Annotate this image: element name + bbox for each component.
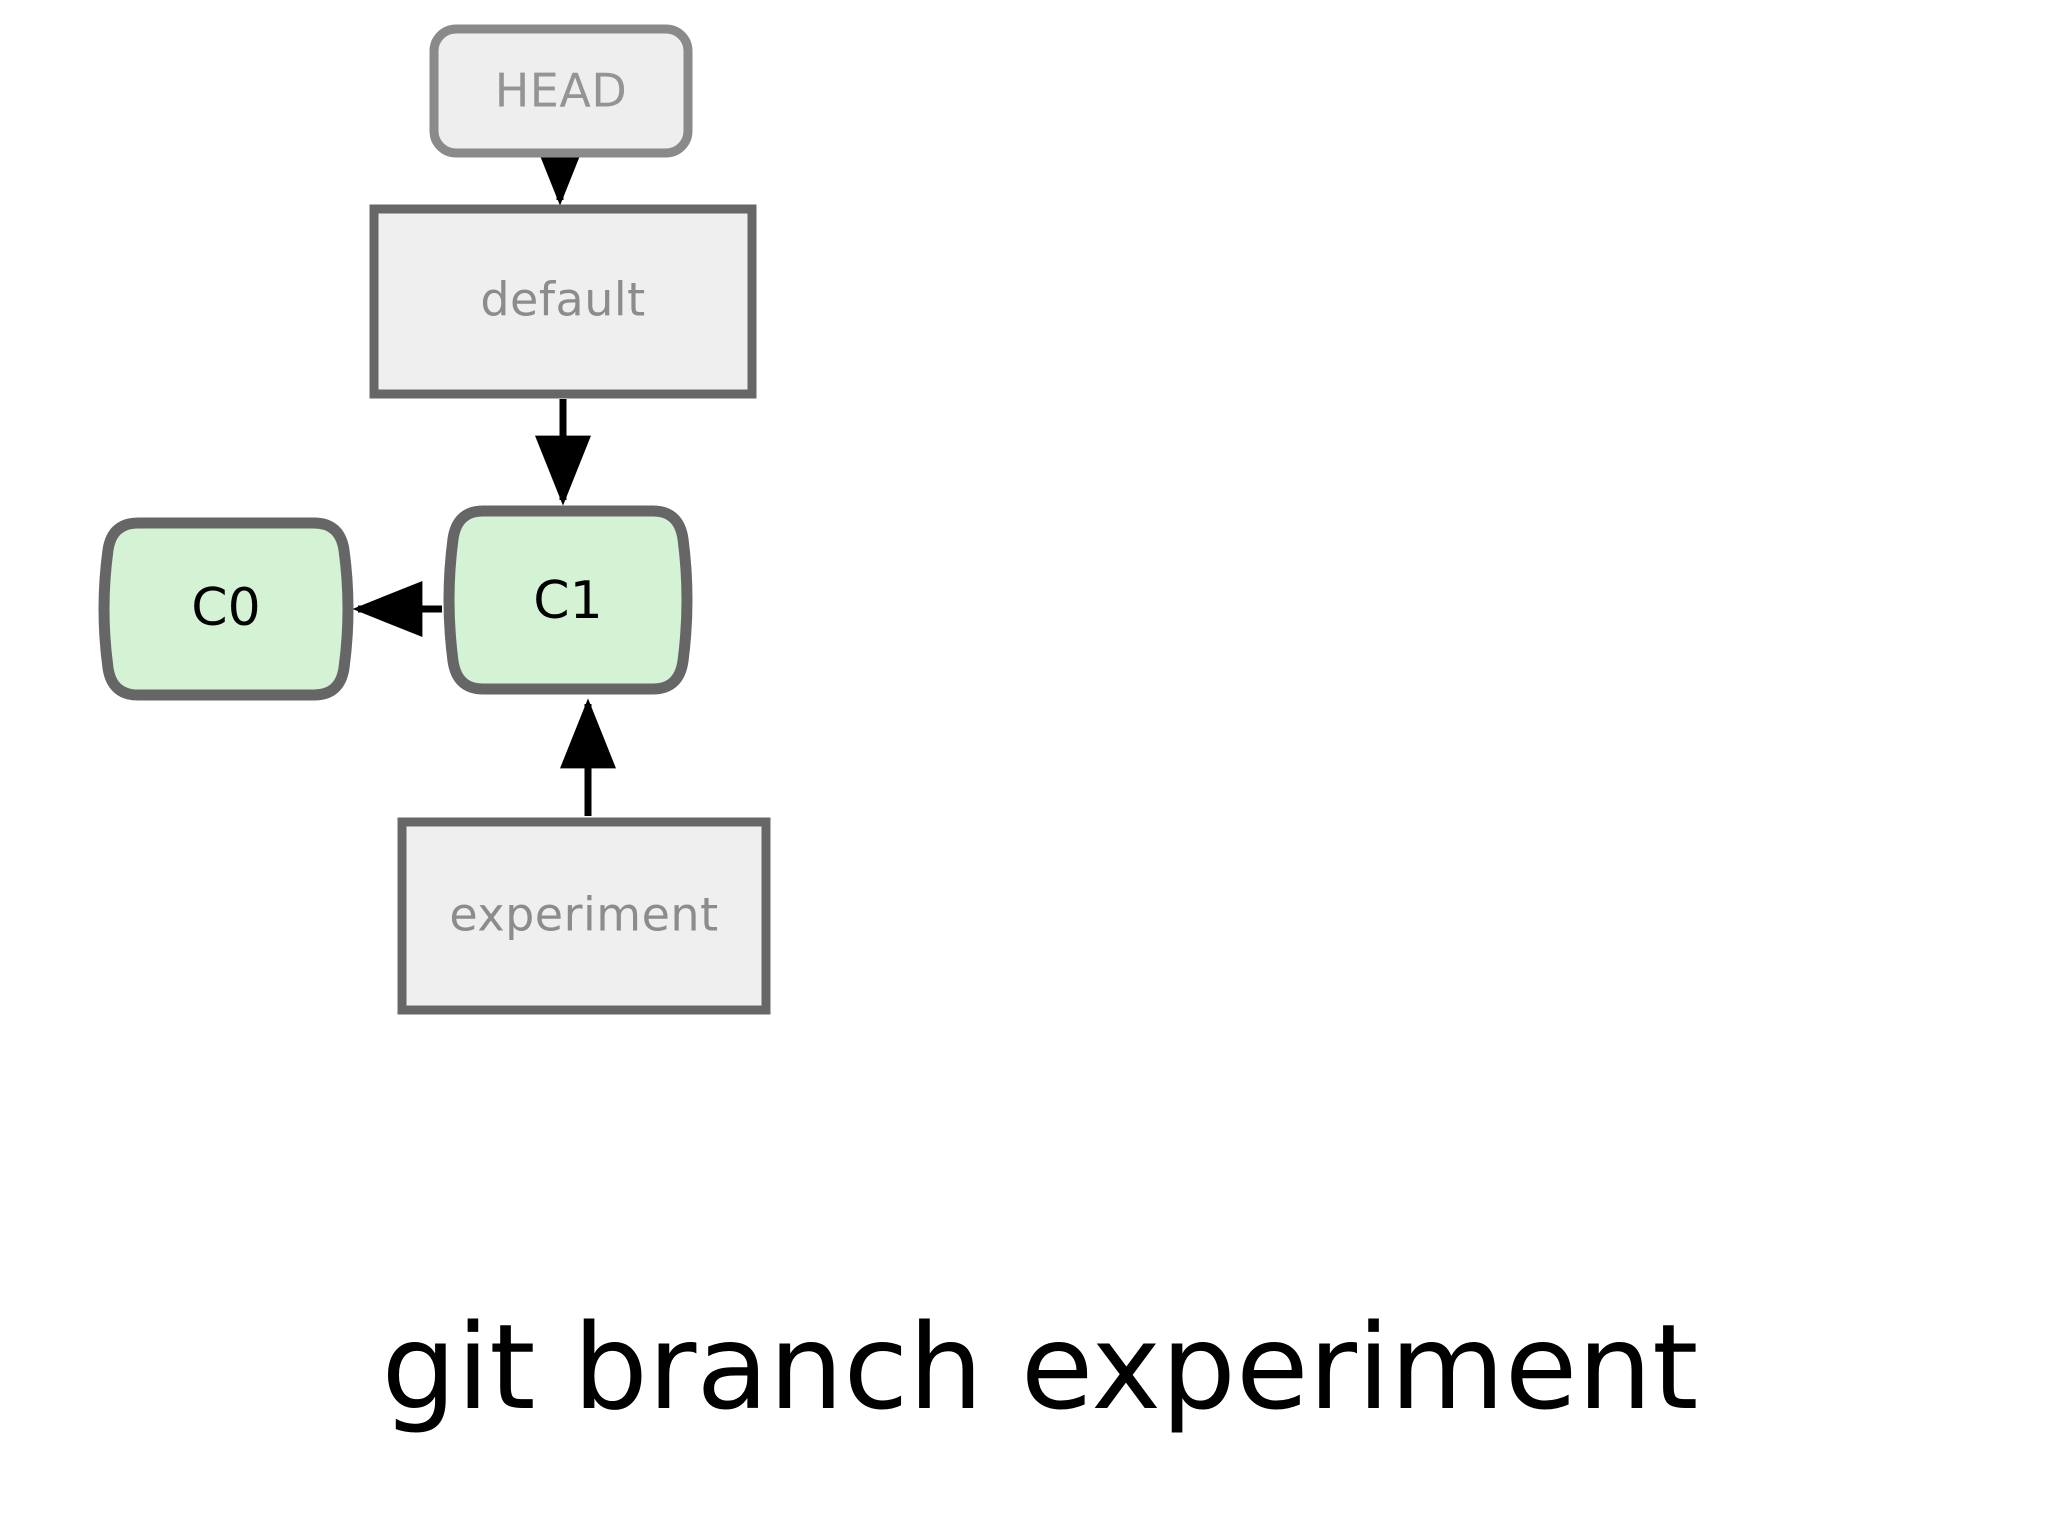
edge-group [352, 135, 616, 816]
branch-node-experiment[interactable]: experiment [397, 817, 771, 1015]
commit-node-c0[interactable]: C0 [98, 517, 354, 701]
branch-node-experiment-shape [397, 817, 771, 1015]
caption-label: git branch experiment [382, 1298, 1699, 1436]
commit-node-c0-label: C0 [191, 578, 260, 638]
head-node[interactable]: HEAD [429, 24, 693, 158]
head-node-shape [429, 24, 693, 158]
commit-node-c1-shape [443, 505, 693, 695]
branch-node-default[interactable]: default [369, 204, 757, 399]
head-node-label: HEAD [495, 64, 628, 118]
commit-node-c1-label: C1 [533, 571, 602, 631]
commit-node-c0-shape [98, 517, 354, 701]
branch-node-default-shape [369, 204, 757, 399]
branch-node-default-label: default [480, 273, 645, 327]
branch-node-experiment-label: experiment [449, 888, 718, 942]
commit-node-c1[interactable]: C1 [443, 505, 693, 695]
